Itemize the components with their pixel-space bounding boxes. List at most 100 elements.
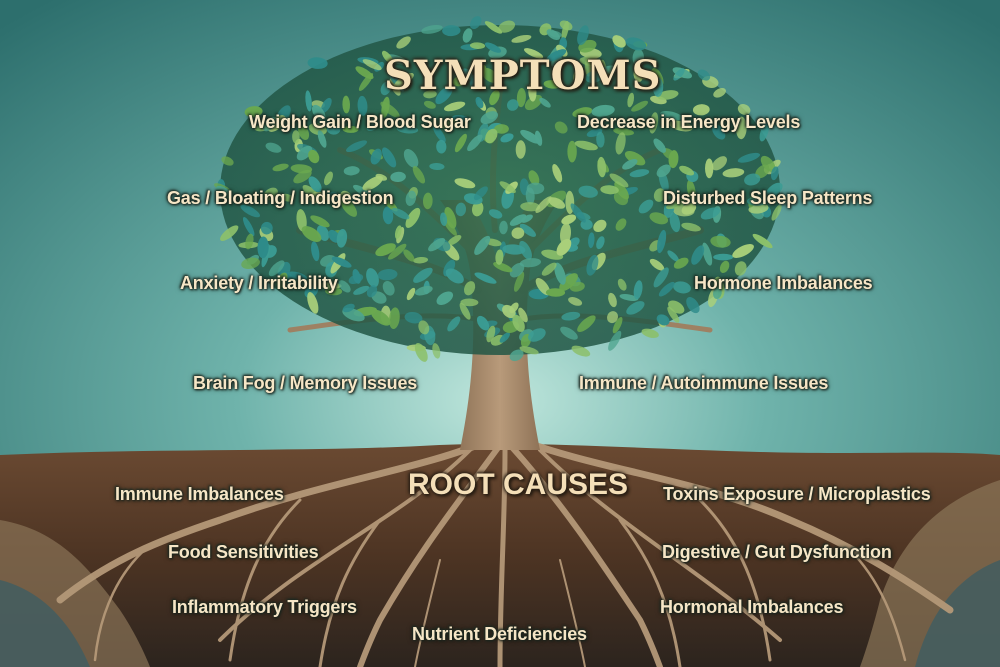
leaf	[469, 16, 482, 30]
leaf	[606, 311, 619, 324]
leaf	[268, 260, 285, 277]
leaf	[520, 129, 541, 144]
leaf	[440, 117, 459, 129]
leaf	[436, 139, 447, 154]
leaf	[311, 104, 326, 121]
leaf	[428, 238, 446, 252]
leaf	[528, 82, 537, 102]
leaf	[543, 80, 561, 89]
leaf	[244, 106, 263, 118]
leaf	[324, 171, 333, 186]
leaf	[499, 181, 516, 194]
leaf	[435, 86, 453, 105]
leaf	[732, 244, 754, 258]
leaf	[702, 242, 713, 266]
leaf	[585, 70, 603, 83]
leaf	[265, 142, 282, 153]
leaf	[328, 191, 341, 203]
leaf	[391, 208, 410, 220]
leaf	[340, 197, 358, 217]
leaf	[552, 164, 563, 183]
symptom-label: Decrease in Energy Levels	[577, 112, 801, 132]
leaf	[394, 225, 402, 239]
leaf	[653, 138, 666, 153]
leaf	[396, 125, 419, 134]
leaf	[340, 190, 352, 203]
leaf	[454, 178, 476, 189]
leaf	[633, 280, 643, 300]
root-cause-label: Food Sensitivities	[168, 542, 319, 562]
leaf	[305, 90, 312, 112]
leaf	[325, 287, 343, 296]
leaf	[307, 292, 319, 314]
leaf	[579, 56, 604, 67]
leaf	[474, 272, 497, 284]
leaf	[405, 207, 421, 228]
leaf	[403, 249, 415, 262]
leaf	[342, 125, 359, 133]
leaf	[301, 226, 322, 242]
leaf	[444, 206, 457, 229]
leaf	[735, 116, 747, 140]
leaf	[292, 130, 300, 144]
leaf	[474, 235, 491, 255]
leaf	[242, 217, 255, 237]
leaf	[614, 181, 629, 200]
leaf	[559, 273, 578, 292]
leaf	[760, 155, 776, 172]
leaf	[220, 225, 239, 242]
leaf	[317, 130, 327, 148]
leaf	[263, 187, 278, 201]
leaf	[338, 280, 351, 293]
leaf	[516, 88, 526, 108]
leaf	[293, 169, 312, 184]
leaf	[649, 212, 669, 225]
leaf	[499, 220, 508, 235]
leaf	[215, 185, 233, 199]
leaf	[719, 260, 730, 273]
leaf	[498, 20, 516, 33]
leaf	[679, 165, 695, 176]
leaf	[309, 191, 327, 204]
leaf	[440, 212, 448, 226]
leaf	[591, 104, 615, 117]
leaf	[713, 286, 722, 299]
leaf	[464, 281, 476, 296]
leaf	[348, 273, 364, 285]
leaf	[509, 214, 527, 226]
leaf	[389, 307, 400, 330]
leaf	[509, 302, 519, 314]
leaf	[473, 186, 488, 201]
leaf	[660, 111, 683, 121]
leaf	[380, 81, 392, 96]
leaf	[667, 306, 680, 323]
leaf	[612, 316, 623, 334]
leaf	[375, 173, 388, 181]
leaf	[519, 346, 539, 355]
leaf	[518, 307, 528, 323]
leaf	[500, 133, 514, 143]
leaf	[476, 64, 487, 79]
leaf	[649, 112, 659, 134]
leaf	[657, 90, 679, 100]
leaf	[486, 325, 496, 343]
leaf	[298, 124, 310, 141]
leaf	[638, 199, 654, 214]
leaf	[613, 127, 635, 136]
leaf	[452, 115, 470, 122]
leaf	[353, 285, 370, 295]
leaf	[366, 285, 378, 298]
leaf	[633, 67, 644, 83]
leaf	[673, 281, 691, 294]
leaf	[412, 166, 426, 184]
leaf	[307, 57, 328, 69]
leaf	[571, 345, 591, 357]
leaf	[447, 235, 462, 246]
leaf	[713, 88, 726, 98]
leaf	[597, 156, 607, 178]
leaf	[554, 121, 568, 134]
leaf	[370, 148, 382, 165]
leaf	[574, 140, 598, 151]
leaf	[280, 193, 294, 202]
leaf	[521, 214, 533, 223]
